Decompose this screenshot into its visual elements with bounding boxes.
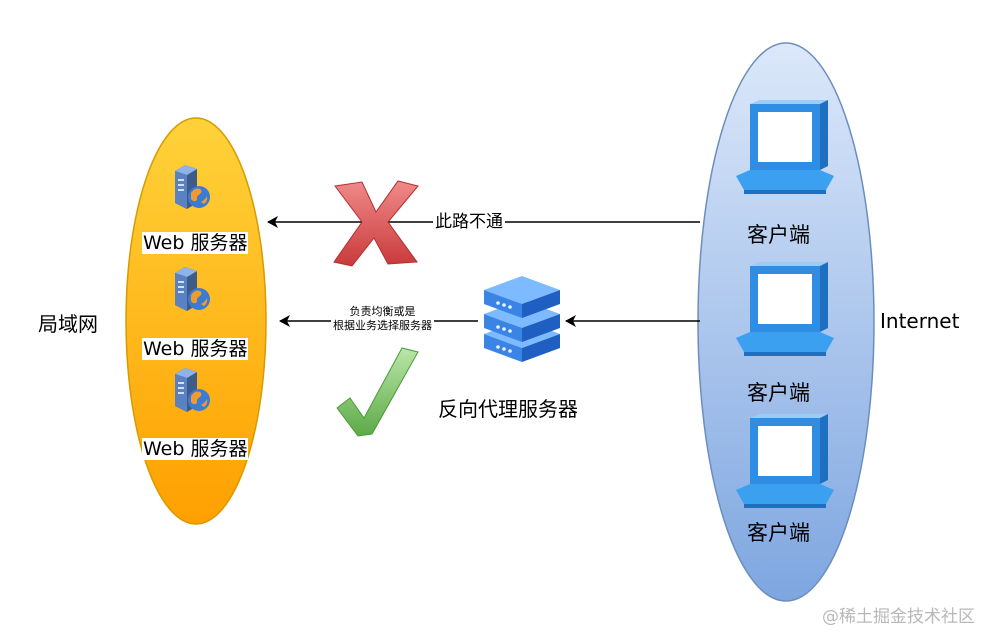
web-server-label: Web 服务器: [142, 232, 249, 254]
client-label: 客户端: [747, 381, 810, 405]
green-checkmark-icon: [336, 347, 419, 437]
red-x-icon: [333, 180, 419, 267]
laptop-icon: [736, 100, 834, 194]
balance-edge-label: 负责均衡或是 根据业务选择服务器: [331, 304, 434, 334]
server-stack-icon: [484, 276, 560, 362]
lan-ellipse: [125, 117, 267, 525]
lan-label: 局域网: [38, 312, 98, 336]
internet-label: Internet: [880, 309, 960, 333]
web-server-label: Web 服务器: [142, 438, 249, 460]
client-label: 客户端: [747, 521, 810, 545]
web-server-label: Web 服务器: [142, 338, 249, 360]
proxy-label: 反向代理服务器: [438, 397, 578, 421]
laptop-icon: [736, 262, 834, 356]
laptop-icon: [736, 414, 834, 508]
balance-edge-label-line1: 负责均衡或是: [349, 305, 416, 318]
blocked-edge-label: 此路不通: [433, 211, 505, 233]
watermark: @稀土掘金技术社区: [822, 607, 975, 627]
client-label: 客户端: [747, 223, 810, 247]
balance-edge-label-line2: 根据业务选择服务器: [333, 319, 432, 332]
